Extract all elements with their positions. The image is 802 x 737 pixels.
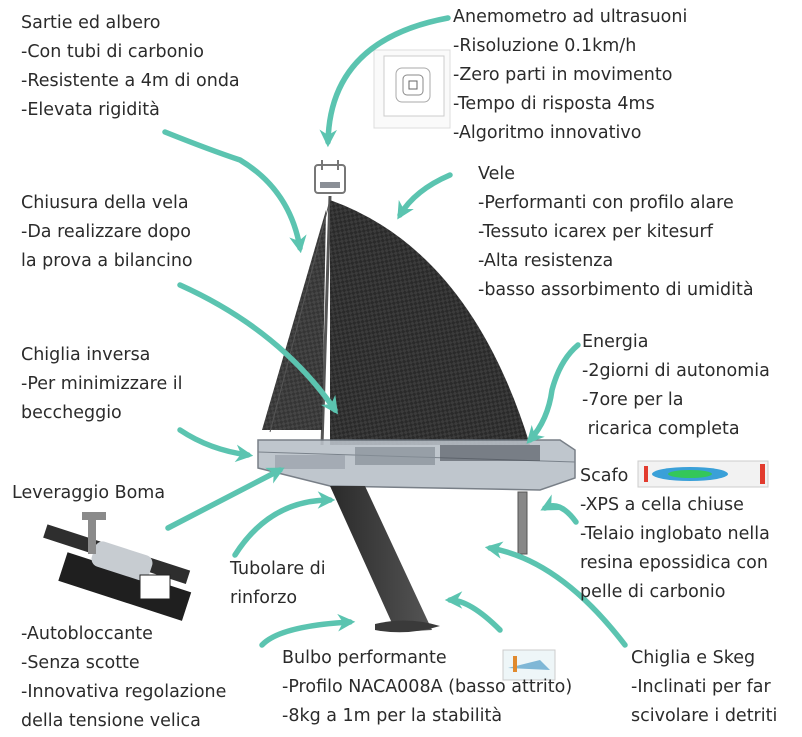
label-chiglia-inversa: Chiglia inversa -Per minimizzare il becc…	[21, 341, 183, 428]
bulbo-item: -Profilo NACA008A (basso attrito)	[282, 677, 573, 697]
label-vele: Vele -Performanti con profilo alare -Tes…	[478, 160, 754, 305]
fluid-sim-thumbnail-icon	[637, 460, 769, 488]
chiusura-item: la prova a bilancino	[21, 251, 193, 271]
anemometro-item: -Tempo di risposta 4ms	[453, 94, 655, 114]
autobloccante-item: -Innovativa regolazione	[21, 682, 227, 702]
chiglia-inversa-item: -Per minimizzare il	[21, 374, 183, 394]
sartie-item: -Con tubi di carbonio	[21, 42, 204, 62]
scafo-title: Scafo	[580, 466, 629, 486]
bulb-sim-thumbnail-icon	[502, 649, 556, 681]
boom-lever-icon	[43, 512, 192, 621]
energia-item: ricarica completa	[582, 419, 740, 439]
tubolare-line: rinforzo	[230, 588, 298, 608]
vele-item: -Performanti con profilo alare	[478, 193, 734, 213]
vele-item: -Alta resistenza	[478, 251, 614, 271]
energia-title: Energia	[582, 332, 649, 352]
anemometro-item: -Risoluzione 0.1km/h	[453, 36, 637, 56]
anemometer-icon	[314, 160, 346, 194]
wind-plot-icon	[373, 49, 451, 129]
chiusura-item: -Da realizzare dopo	[21, 222, 191, 242]
energia-item: -2giorni di autonomia	[582, 361, 770, 381]
keel	[330, 486, 432, 632]
autobloccante-item: della tensione velica	[21, 711, 201, 731]
label-tubolare: Tubolare di rinforzo	[230, 555, 326, 613]
anemometro-item: -Zero parti in movimento	[453, 65, 673, 85]
jib-sail	[262, 210, 326, 430]
label-chiglia-skeg: Chiglia e Skeg -Inclinati per far scivol…	[631, 644, 777, 731]
label-sartie: Sartie ed albero -Con tubi di carbonio -…	[21, 9, 240, 125]
autobloccante-item: -Autobloccante	[21, 624, 153, 644]
label-anemometro: Anemometro ad ultrasuoni -Risoluzione 0.…	[453, 3, 687, 148]
energia-item: -7ore per la	[582, 390, 684, 410]
label-energia: Energia -2giorni di autonomia -7ore per …	[582, 328, 770, 444]
label-leveraggio: Leveraggio Boma	[12, 479, 165, 508]
label-bulbo: Bulbo performante -Profilo NACA008A (bas…	[282, 644, 572, 731]
bulb	[375, 620, 440, 633]
scafo-item: resina epossidica con	[580, 553, 768, 573]
chiglia-skeg-item: scivolare i detriti	[631, 706, 778, 726]
bulbo-item: -8kg a 1m per la stabilità	[282, 706, 503, 726]
scafo-item: -Telaio inglobato nella	[580, 524, 770, 544]
leveraggio-title: Leveraggio Boma	[12, 483, 166, 503]
scafo-item: -XPS a cella chiuse	[580, 495, 744, 515]
label-scafo: Scafo -XPS a cella chiuse -Telaio inglob…	[580, 462, 770, 607]
chiglia-inversa-title: Chiglia inversa	[21, 345, 151, 365]
vele-item: -Tessuto icarex per kitesurf	[478, 222, 713, 242]
sartie-item: -Resistente a 4m di onda	[21, 71, 240, 91]
label-autobloccante: -Autobloccante -Senza scotte -Innovativa…	[21, 620, 226, 736]
hull	[257, 439, 576, 491]
anemometro-item: -Algoritmo innovativo	[453, 123, 642, 143]
anemometro-title: Anemometro ad ultrasuoni	[453, 7, 688, 27]
chiusura-title: Chiusura della vela	[21, 193, 189, 213]
scafo-item: pelle di carbonio	[580, 582, 726, 602]
autobloccante-item: -Senza scotte	[21, 653, 140, 673]
vele-item: -basso assorbimento di umidità	[478, 280, 754, 300]
skeg	[517, 491, 528, 555]
label-chiusura: Chiusura della vela -Da realizzare dopo …	[21, 189, 193, 276]
chiglia-skeg-title: Chiglia e Skeg	[631, 648, 756, 668]
sartie-title: Sartie ed albero	[21, 13, 161, 33]
chiglia-skeg-item: -Inclinati per far	[631, 677, 771, 697]
tubolare-line: Tubolare di	[230, 559, 326, 579]
chiglia-inversa-item: beccheggio	[21, 403, 122, 423]
bulbo-title: Bulbo performante	[282, 648, 447, 668]
main-sail	[330, 200, 530, 445]
vele-title: Vele	[478, 164, 516, 184]
sartie-item: -Elevata rigidità	[21, 100, 160, 120]
